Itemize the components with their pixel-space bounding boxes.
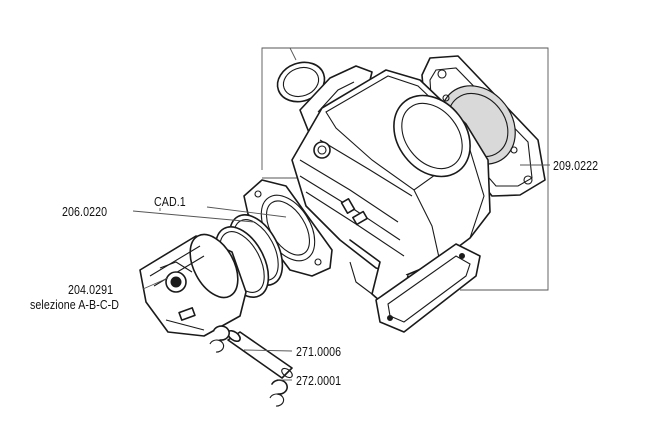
base-gasket [375,243,481,333]
cylinder-body [291,65,491,309]
piston [139,233,247,337]
kit-bracket-lines [261,47,549,291]
wrist-pin [227,329,293,379]
label-piston-selection: selezione A-B-C-D [30,297,120,312]
label-cylinder-kit: 209.0222 [553,158,599,173]
top-o-ring [276,61,326,103]
leader-lines [132,164,550,381]
label-clip: 272.0001 [296,373,342,388]
circlips [209,325,288,407]
label-cad: CAD.1 [154,194,186,209]
label-piston: 204.0291 [68,282,114,297]
label-pin: 271.0006 [296,344,342,359]
label-rings: 206.0220 [62,204,108,219]
